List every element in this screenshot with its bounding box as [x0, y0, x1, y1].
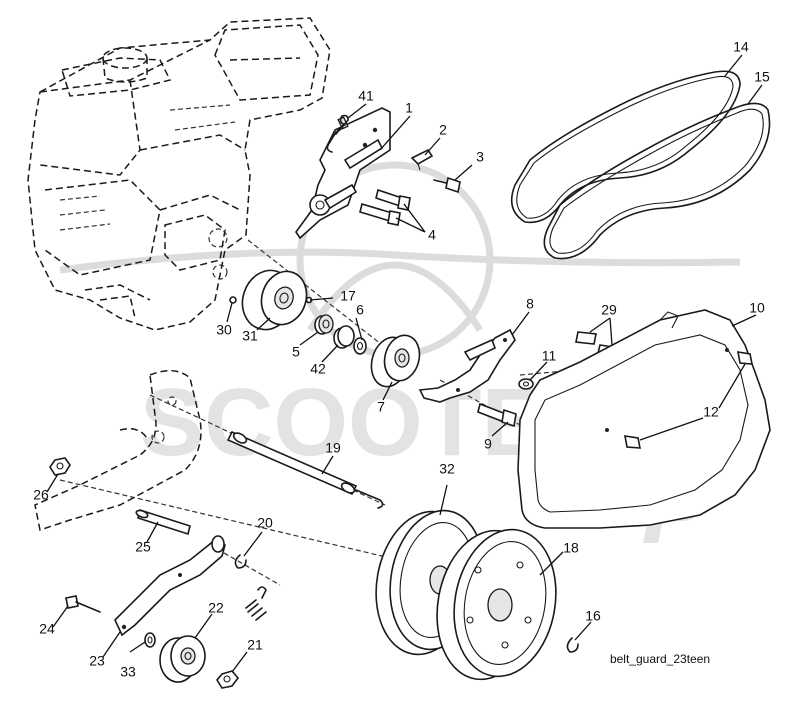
label-17: 17 [340, 288, 356, 304]
part-14-belt [510, 70, 741, 224]
part-22-pulley [159, 635, 206, 683]
label-31: 31 [242, 328, 258, 344]
part-21-nut [216, 670, 240, 689]
part-12-fasteners [624, 351, 753, 449]
label-16: 16 [585, 608, 601, 624]
label-30: 30 [216, 322, 232, 338]
label-21: 21 [247, 637, 263, 653]
callout-labels: 1 2 3 4 5 6 7 8 9 10 11 12 14 15 16 17 1… [33, 39, 770, 680]
label-20: 20 [257, 515, 273, 531]
part-8-idler-arm [418, 328, 516, 403]
label-6: 6 [356, 302, 364, 318]
label-11: 11 [542, 348, 557, 364]
part-3-bolt [433, 176, 461, 194]
label-24: 24 [39, 621, 55, 637]
part-9-bolt [477, 402, 517, 428]
label-41: 41 [358, 88, 374, 104]
label-7: 7 [377, 399, 385, 415]
spring [245, 586, 267, 621]
label-32: 32 [439, 461, 455, 477]
part-10-belt-guard [517, 309, 771, 529]
part-11-washer [518, 378, 534, 390]
part-18-wheel-pulley [436, 528, 557, 681]
label-15: 15 [754, 69, 770, 85]
part-5-spacer [314, 314, 334, 335]
part-20-clip [234, 554, 247, 569]
label-42: 42 [310, 361, 326, 377]
part-16-clip [566, 637, 579, 653]
label-12: 12 [703, 404, 719, 420]
part-31-pulley [241, 269, 308, 331]
part-26-nut [49, 457, 71, 476]
label-18: 18 [563, 540, 579, 556]
part-25-pin [135, 508, 191, 536]
part-7-pulley [370, 334, 421, 388]
part-33-washer [144, 632, 156, 648]
tiller-frame-outline [34, 369, 202, 531]
part-4-bolts [359, 188, 411, 226]
leader-lines [46, 54, 763, 673]
label-1: 1 [405, 100, 413, 116]
label-23: 23 [89, 653, 105, 669]
part-24-bolt [65, 595, 101, 613]
part-23-arm [114, 535, 226, 637]
part-41-spring [326, 114, 349, 153]
label-26: 26 [33, 487, 49, 503]
part-19-shaft [226, 430, 384, 509]
part-6-washer [353, 337, 367, 355]
label-33: 33 [120, 664, 136, 680]
label-25: 25 [135, 539, 151, 555]
engine-outline [27, 17, 331, 331]
label-19: 19 [325, 440, 341, 456]
part-30-pin [229, 296, 237, 304]
label-4: 4 [428, 227, 436, 243]
part-1-idler-bracket [295, 107, 391, 240]
label-9: 9 [484, 436, 492, 452]
part-42-bushing [333, 325, 355, 349]
label-10: 10 [749, 300, 765, 316]
label-2: 2 [439, 122, 447, 138]
label-3: 3 [476, 149, 484, 165]
label-14: 14 [733, 39, 749, 55]
label-29: 29 [601, 302, 617, 318]
part-15-belt [543, 102, 771, 260]
label-22: 22 [208, 600, 224, 616]
diagram-caption: belt_guard_23teen [610, 652, 710, 666]
label-8: 8 [526, 296, 534, 312]
label-5: 5 [292, 344, 300, 360]
